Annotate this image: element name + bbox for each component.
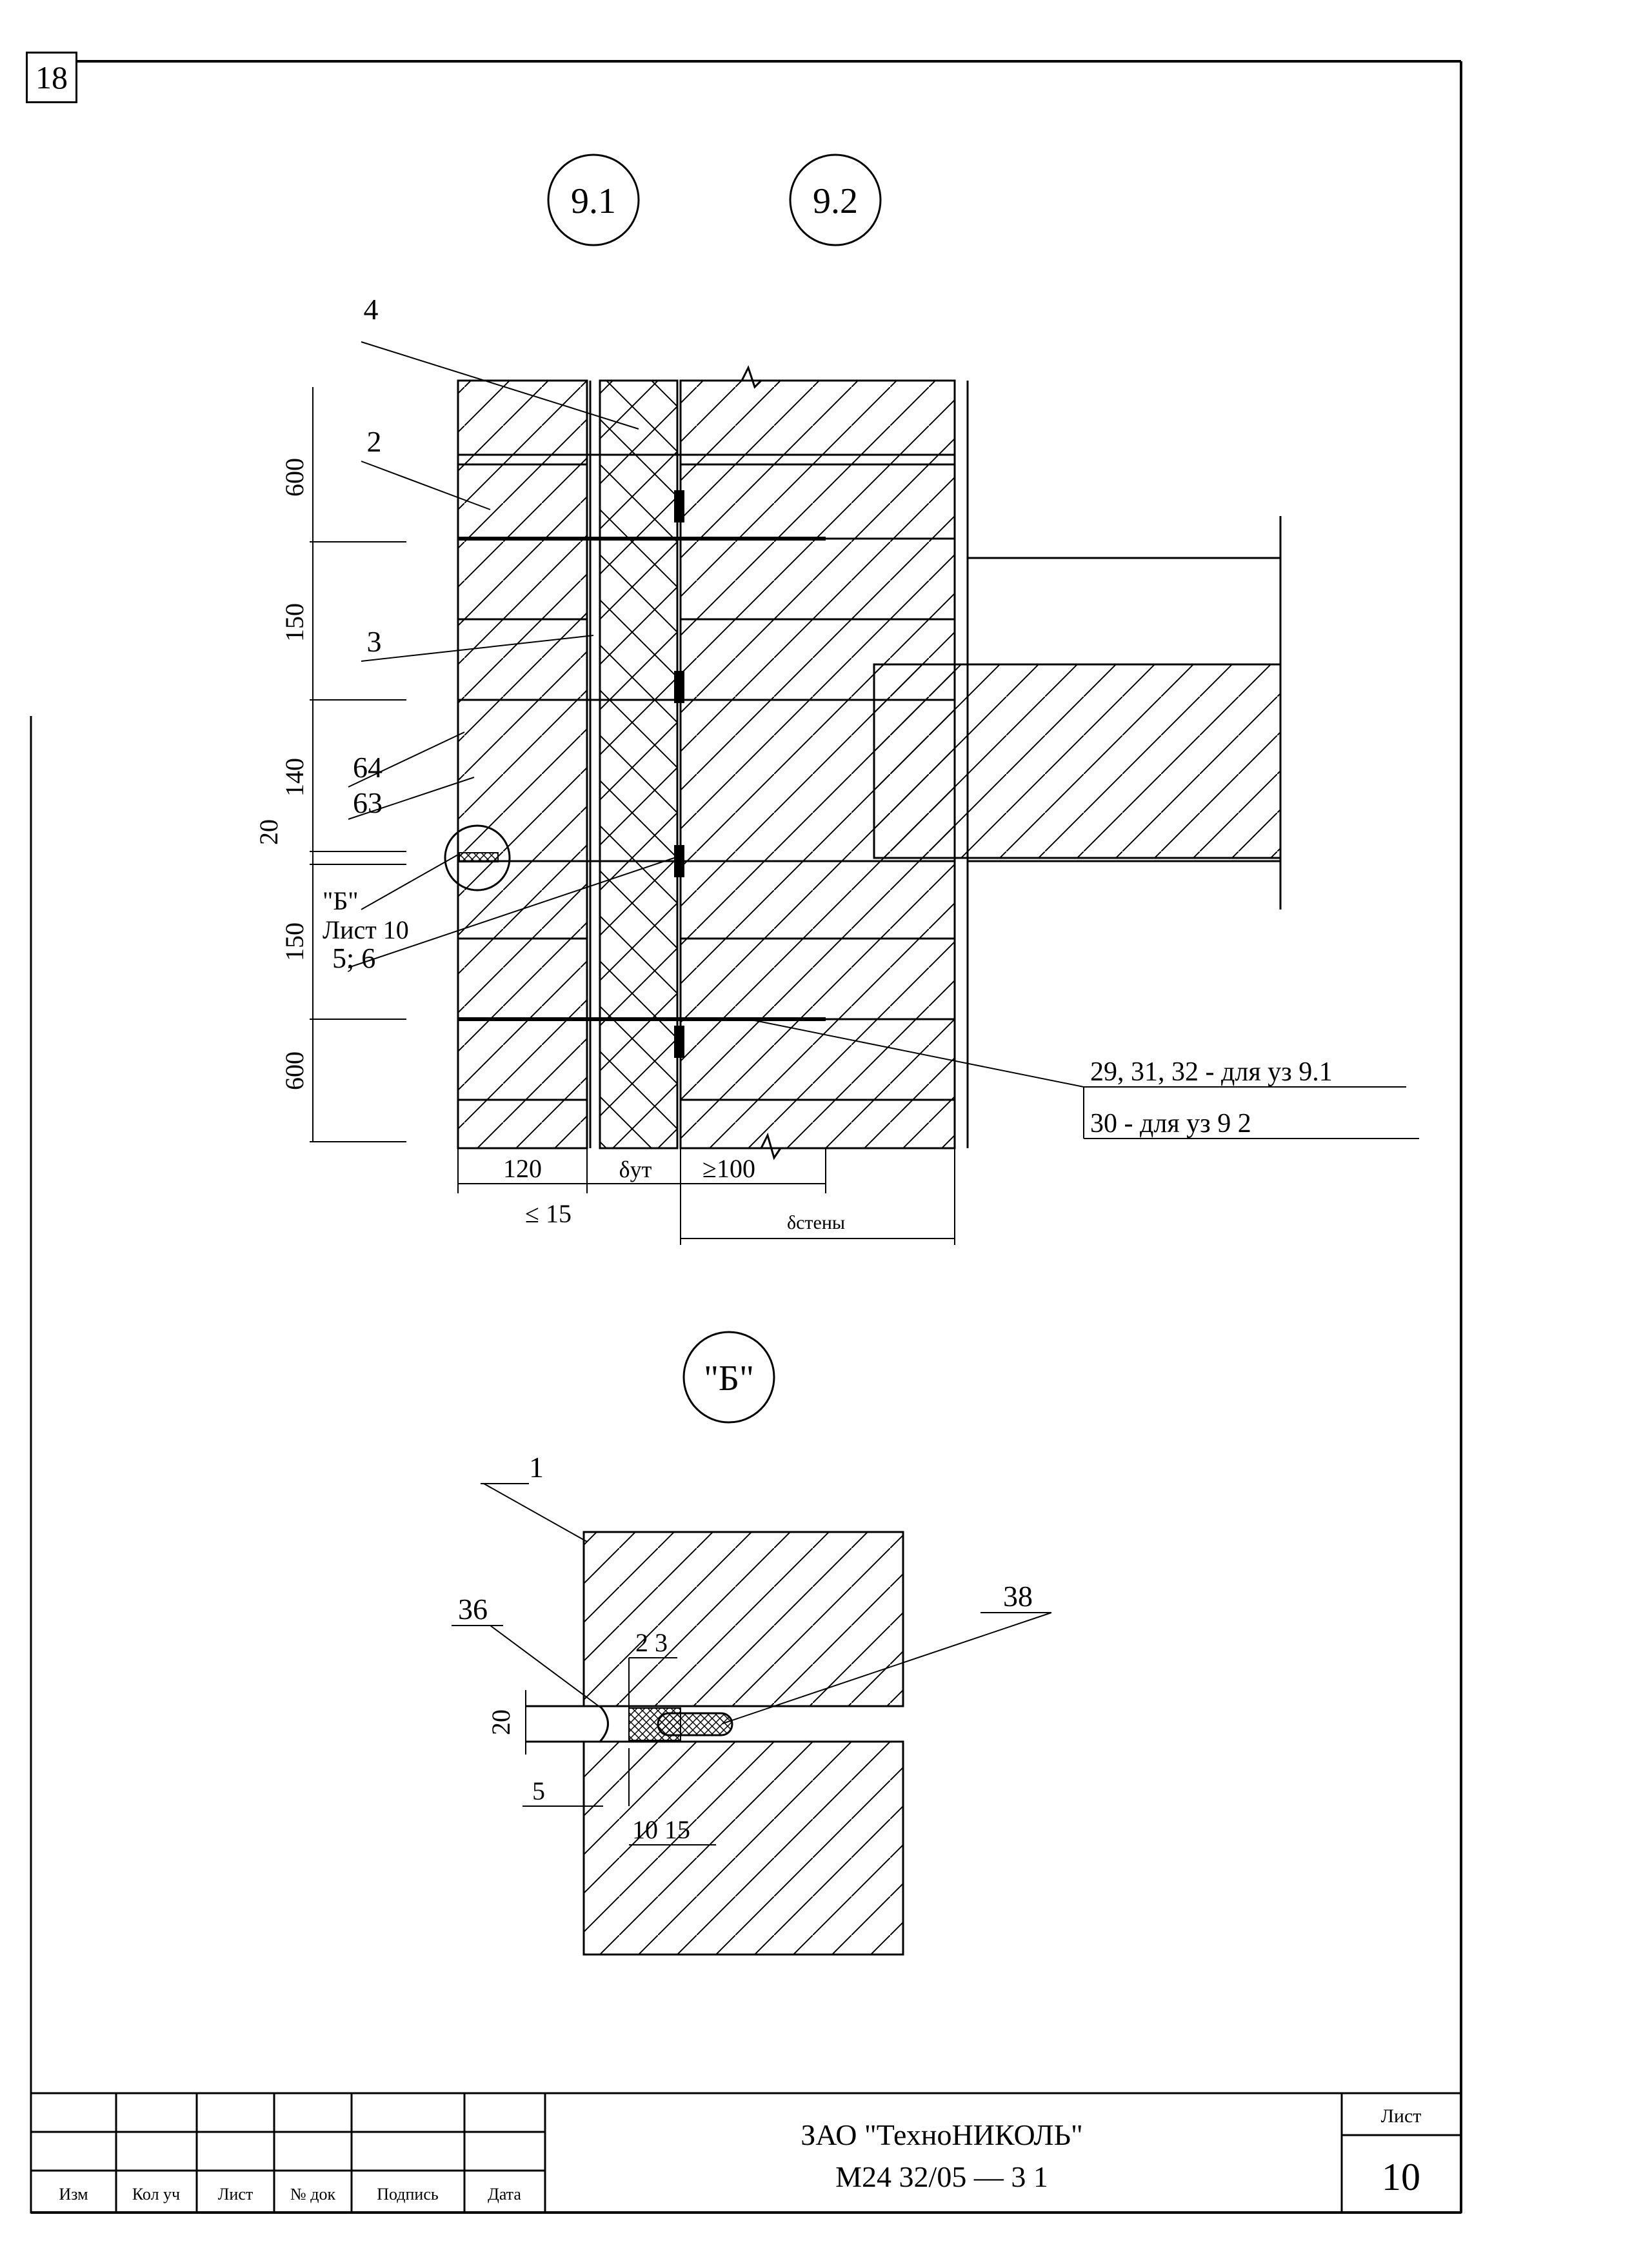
title-sheet-number: 10 (1382, 2156, 1420, 2198)
detail-callout-36: 36 (458, 1593, 488, 1626)
callout-63: 63 (353, 786, 383, 819)
header-izm: Изм (59, 2185, 88, 2203)
detail-b-callouts (452, 1483, 1052, 1845)
dim-delta-wall: δстены (787, 1212, 845, 1233)
detail-b-label: "Б" (682, 1331, 775, 1424)
dim-150-top: 150 (280, 603, 309, 642)
callout-5-6: 5; 6 (332, 942, 375, 974)
dim-delta-insulation: δут (619, 1157, 652, 1182)
svg-text:9.1: 9.1 (571, 181, 616, 221)
header-doc-num: № док (290, 2185, 336, 2203)
node-label-9-1: 9.1 (547, 154, 640, 246)
node-label-9-2: 9.2 (789, 154, 882, 246)
detail-b-drawing (526, 1531, 904, 1956)
detail-dim-5: 5 (532, 1776, 545, 1805)
page-number-box: 18 (26, 52, 77, 103)
detail-callout-38: 38 (1003, 1580, 1033, 1613)
dim-120: 120 (503, 1154, 542, 1183)
note-node-9-2: 30 - для уз 9 2 (1090, 1109, 1251, 1139)
detail-dim-20: 20 (486, 1709, 515, 1735)
dim-140: 140 (280, 758, 309, 797)
callout-2: 2 (367, 425, 382, 458)
svg-text:"Б": "Б" (704, 1358, 754, 1398)
title-block (30, 2092, 1462, 2214)
section-callouts (348, 341, 1419, 1139)
dim-600-bottom: 600 (280, 1051, 309, 1090)
title-company: ЗАО "ТехноНИКОЛЬ" (801, 2118, 1083, 2151)
page-number: 18 (35, 59, 68, 95)
bottom-dimension-chain: 120 δут ≥100 ≤ 15 δстены (457, 1148, 955, 1245)
title-block-headers: Изм Кол уч Лист № док Подпись Дата (59, 2185, 521, 2203)
callout-4: 4 (364, 293, 379, 326)
header-list: Лист (218, 2185, 253, 2203)
callout-3: 3 (367, 625, 382, 658)
header-signature: Подпись (377, 2185, 439, 2203)
left-dimension-chain: 600 150 140 20 150 600 (254, 387, 406, 1142)
dim-20: 20 (254, 819, 283, 845)
wall-section (444, 365, 1282, 1160)
svg-text:9.2: 9.2 (813, 181, 858, 221)
note-node-9-1: 29, 31, 32 - для уз 9.1 (1090, 1057, 1333, 1087)
dim-le-15: ≤ 15 (525, 1199, 572, 1228)
title-doc-code: М24 32/05 — 3 1 (835, 2160, 1048, 2193)
dim-600-top: 600 (280, 458, 309, 497)
title-sheet-label: Лист (1381, 2105, 1422, 2127)
header-date: Дата (488, 2185, 521, 2203)
detail-dim-10-15: 10 15 (632, 1815, 690, 1844)
dim-150-bottom: 150 (280, 922, 309, 961)
detail-dim-2-3: 2 3 (635, 1628, 668, 1657)
dim-ge-100: ≥100 (702, 1154, 755, 1183)
callout-64: 64 (353, 751, 383, 784)
detail-ref-label: "Б" (323, 886, 359, 915)
detail-callout-1: 1 (529, 1451, 544, 1484)
detail-ref-sheet: Лист 10 (323, 915, 409, 944)
header-kol-uch: Кол уч (132, 2185, 180, 2203)
